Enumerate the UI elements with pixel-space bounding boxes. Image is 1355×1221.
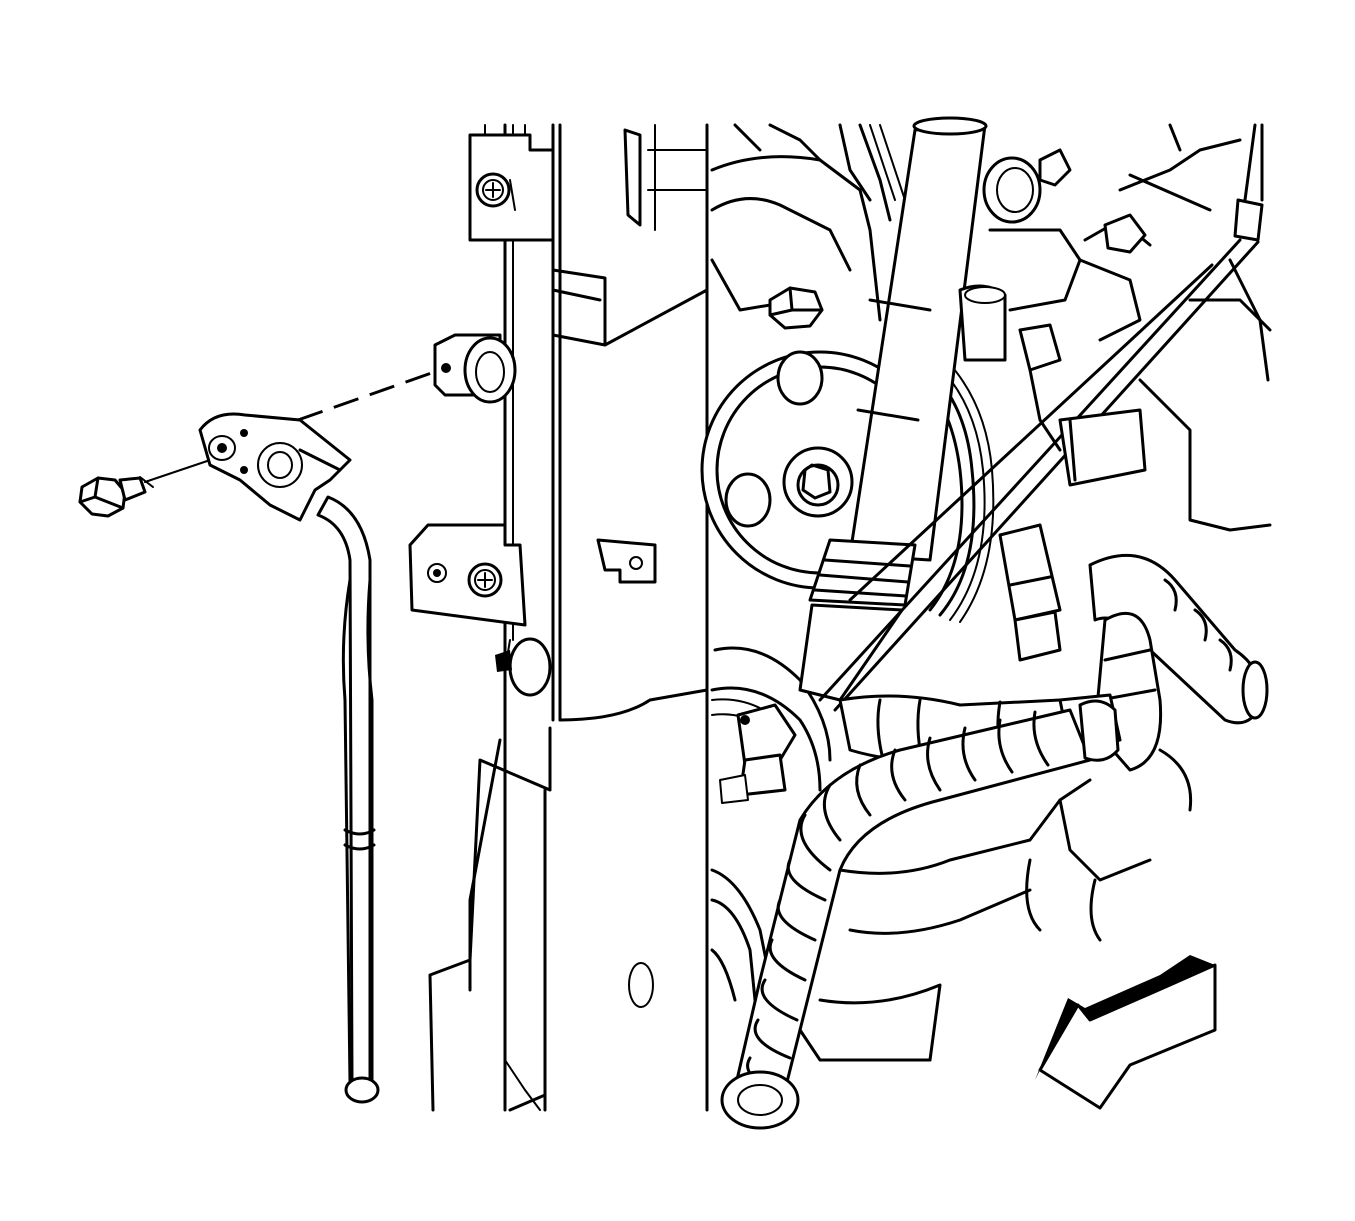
lower-bracket-screw-icon [467,562,503,598]
engine-lower-block [798,748,1193,1062]
diagonal-rod [818,123,1264,712]
tensioner-assembly [958,123,1272,532]
u-clip [596,538,657,584]
upper-radiator-hose [798,116,988,702]
upper-bracket-screw-icon [475,172,516,211]
tube-icon [198,412,380,1104]
engine-front [700,116,1272,1130]
radiator-support-frame [408,123,709,1112]
engine-bolt-upper-icon [768,286,824,330]
sensor-connector [998,323,1147,662]
arrow-icon [1035,955,1217,1110]
wrapped-wiring-harness [720,699,1120,1130]
lower-grommet [508,637,552,697]
lower-bracket [408,523,527,627]
frame-hole [628,962,654,1008]
bolt-icon [78,476,154,518]
alignment-line-upper [297,368,441,422]
harness-clip [719,703,797,804]
